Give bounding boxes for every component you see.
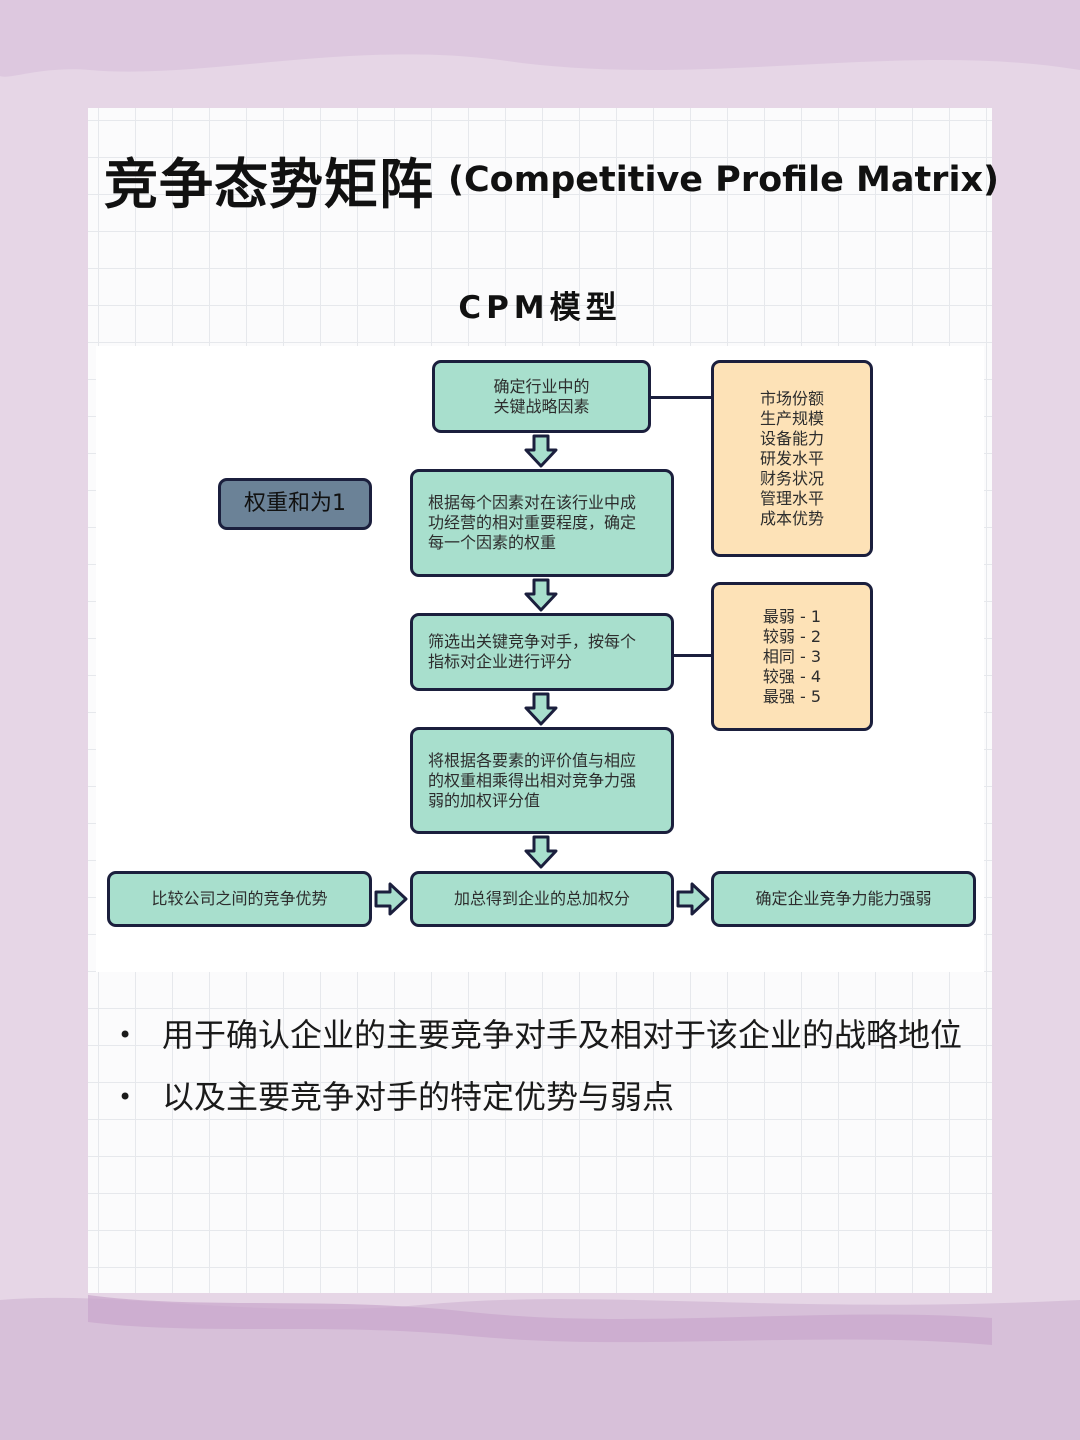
weight-sum-note: 权重和为1 xyxy=(218,478,372,530)
description-item: • 以及主要竞争对手的特定优势与弱点 xyxy=(110,1072,990,1134)
connector-step3-scores xyxy=(672,654,713,657)
flow-result-compare-advantage: 比较公司之间的竞争优势 xyxy=(107,871,372,927)
rating-scale-list: 最弱 - 1 较弱 - 2 相同 - 3 较强 - 4 最强 - 5 xyxy=(711,582,873,731)
key-factors-list: 市场份额 生产规模 设备能力 研发水平 财务状况 管理水平 成本优势 xyxy=(711,360,873,557)
flow-step-total-score-text: 加总得到企业的总加权分 xyxy=(453,889,630,908)
page-title: 竞争态势矩阵 (Competitive Profile Matrix) xyxy=(104,140,1004,220)
bullet-icon: • xyxy=(118,1021,133,1049)
flow-step-weighted-score: 将根据各要素的评价值与相应 的权重相乘得出相对竞争力强 弱的加权评分值 xyxy=(410,727,674,834)
page-title-english: (Competitive Profile Matrix) xyxy=(448,159,1000,200)
arrow-down-2 xyxy=(524,578,558,612)
flow-step-assign-weights: 根据每个因素对在该行业中成 功经营的相对重要程度，确定 每一个因素的权重 xyxy=(410,469,674,577)
flow-step-assign-weights-text: 根据每个因素对在该行业中成 功经营的相对重要程度，确定 每一个因素的权重 xyxy=(428,493,637,552)
flow-result-compare-advantage-text: 比较公司之间的竞争优势 xyxy=(151,889,328,908)
description-list: • 用于确认企业的主要竞争对手及相对于该企业的战略地位 • 以及主要竞争对手的特… xyxy=(110,1010,990,1134)
description-item-text: 以及主要竞争对手的特定优势与弱点 xyxy=(162,1078,675,1116)
arrow-right-to-competitiveness xyxy=(676,882,710,916)
description-item-text: 用于确认企业的主要竞争对手及相对于该企业的战略地位 xyxy=(162,1016,963,1054)
flow-result-competitiveness: 确定企业竞争力能力强弱 xyxy=(711,871,976,927)
flow-step-identify-factors: 确定行业中的 关键战略因素 xyxy=(432,360,651,433)
flow-result-competitiveness-text: 确定企业竞争力能力强弱 xyxy=(755,889,932,908)
rating-scale-list-text: 最弱 - 1 较弱 - 2 相同 - 3 较强 - 4 最强 - 5 xyxy=(762,606,822,706)
flow-step-rate-competitors-text: 筛选出关键竞争对手，按每个 指标对企业进行评分 xyxy=(428,632,637,671)
flow-step-weighted-score-text: 将根据各要素的评价值与相应 的权重相乘得出相对竞争力强 弱的加权评分值 xyxy=(428,750,637,810)
diagram-subtitle: CPM模型 xyxy=(458,290,622,326)
arrow-down-3 xyxy=(524,692,558,726)
page-title-chinese: 竞争态势矩阵 xyxy=(104,153,434,216)
connector-step1-factors xyxy=(649,396,713,399)
weight-sum-note-text: 权重和为1 xyxy=(244,491,346,516)
arrow-down-4 xyxy=(524,835,558,869)
key-factors-list-text: 市场份额 生产规模 设备能力 研发水平 财务状况 管理水平 成本优势 xyxy=(759,388,824,528)
flow-step-total-score: 加总得到企业的总加权分 xyxy=(410,871,674,927)
flow-step-identify-factors-text: 确定行业中的 关键战略因素 xyxy=(493,376,590,416)
arrow-down-1 xyxy=(524,434,558,468)
arrow-right-to-total xyxy=(374,882,408,916)
bullet-icon: • xyxy=(118,1083,133,1111)
flow-step-rate-competitors: 筛选出关键竞争对手，按每个 指标对企业进行评分 xyxy=(410,613,674,691)
description-item: • 用于确认企业的主要竞争对手及相对于该企业的战略地位 xyxy=(110,1010,990,1072)
